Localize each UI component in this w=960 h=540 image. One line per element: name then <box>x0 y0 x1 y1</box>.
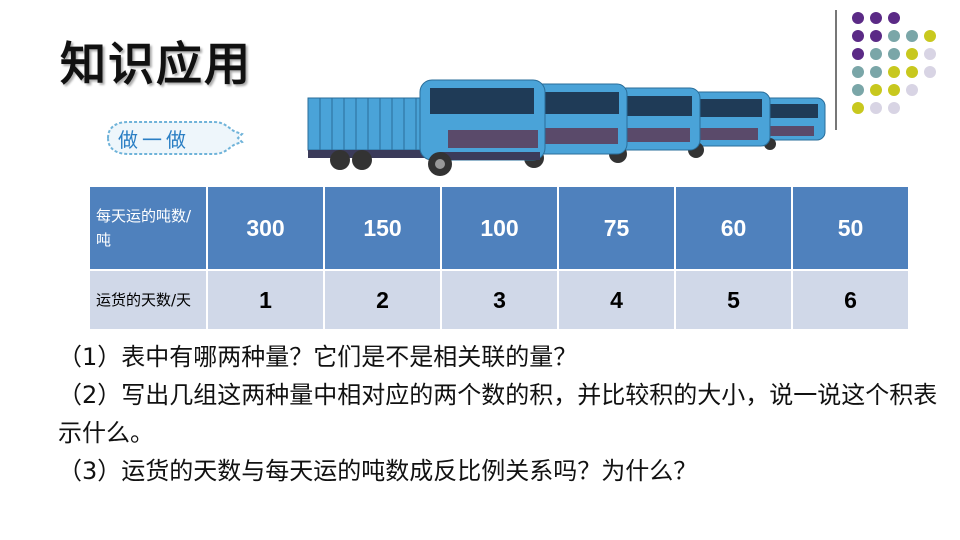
cell-value: 150 <box>363 214 402 241</box>
cell-value: 300 <box>246 214 285 241</box>
cell-value: 5 <box>727 286 740 313</box>
page-title: 知识应用 <box>60 37 252 91</box>
table-cell: 1 <box>206 269 325 331</box>
dot <box>870 102 882 114</box>
table-row-days: 运货的天数/天 1 2 3 4 5 6 <box>88 269 910 331</box>
cell-value: 50 <box>837 214 864 241</box>
activity-tag-label: 做一做 <box>118 128 190 152</box>
dot <box>906 84 918 96</box>
dot <box>870 66 882 78</box>
decor-divider <box>835 10 837 130</box>
row-header: 每天运的吨数/吨 <box>88 185 208 271</box>
table-cell: 5 <box>674 269 793 331</box>
dot <box>888 30 900 42</box>
dot <box>870 84 882 96</box>
cell-value: 3 <box>493 286 506 313</box>
dot <box>852 66 864 78</box>
dot <box>852 102 864 114</box>
table-cell: 150 <box>323 185 442 271</box>
cell-value: 4 <box>610 286 623 313</box>
dot <box>906 48 918 60</box>
dot <box>852 12 864 24</box>
cell-value: 6 <box>844 286 857 313</box>
dot <box>870 12 882 24</box>
table-cell: 6 <box>791 269 910 331</box>
question-1: （1）表中有哪两种量？它们是不是相关联的量？ <box>58 343 578 371</box>
dot <box>888 48 900 60</box>
dot <box>906 30 918 42</box>
dot <box>888 12 900 24</box>
question-2: （2）写出几组这两种量中相对应的两个数的积，并比较积的大小，说一说这个积表示什么… <box>58 381 938 447</box>
cell-value: 60 <box>720 214 747 241</box>
table-cell: 3 <box>440 269 559 331</box>
cell-value: 100 <box>480 214 519 241</box>
cell-value: 75 <box>603 214 630 241</box>
dot <box>852 48 864 60</box>
question-3: （3）运货的天数与每天运的吨数成反比例关系吗？为什么？ <box>58 457 698 485</box>
table-cell: 2 <box>323 269 442 331</box>
table-cell: 60 <box>674 185 793 271</box>
dot <box>924 48 936 60</box>
dot <box>888 102 900 114</box>
table-cell: 4 <box>557 269 676 331</box>
dot <box>924 30 936 42</box>
activity-tag-badge <box>106 121 244 155</box>
table-cell: 75 <box>557 185 676 271</box>
cell-value: 2 <box>376 286 389 313</box>
table-cell: 100 <box>440 185 559 271</box>
table-row-tons-per-day: 每天运的吨数/吨 300 150 100 75 60 50 <box>88 185 910 271</box>
table-cell: 50 <box>791 185 910 271</box>
dot <box>852 30 864 42</box>
dot <box>924 66 936 78</box>
question-list: （1）表中有哪两种量？它们是不是相关联的量？ （2）写出几组这两种量中相对应的两… <box>58 338 938 490</box>
row-header: 运货的天数/天 <box>88 269 208 331</box>
dot <box>870 30 882 42</box>
truck-fleet-illustration <box>307 79 826 176</box>
dot <box>870 48 882 60</box>
dot <box>906 66 918 78</box>
table-cell: 300 <box>206 185 325 271</box>
dot <box>888 66 900 78</box>
dot <box>888 84 900 96</box>
cell-value: 1 <box>259 286 272 313</box>
dot <box>852 84 864 96</box>
tonnage-days-table: 每天运的吨数/吨 300 150 100 75 60 50 运货的天数/天 1 … <box>88 185 910 331</box>
